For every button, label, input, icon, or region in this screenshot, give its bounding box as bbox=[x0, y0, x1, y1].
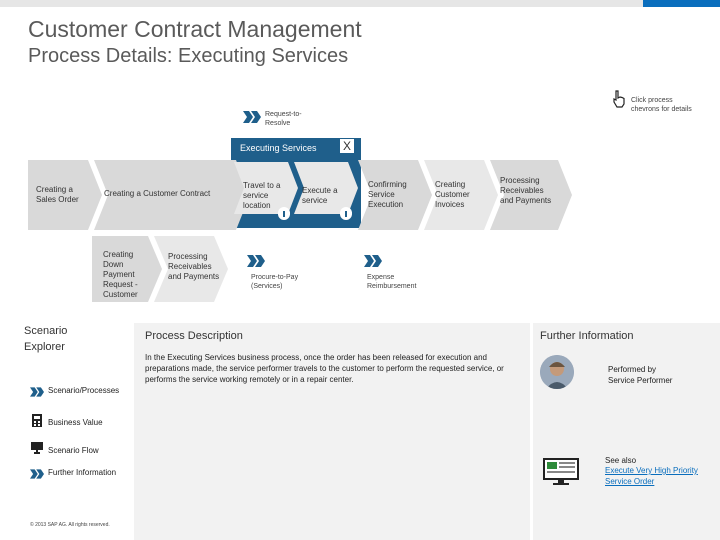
nav-business-value[interactable]: Business Value bbox=[48, 418, 103, 427]
chevron-icon bbox=[30, 466, 44, 484]
scenario-explorer: Scenario Explorer bbox=[24, 323, 124, 540]
page-title: Customer Contract Management bbox=[28, 16, 362, 42]
request-to-resolve-chevron[interactable] bbox=[243, 110, 261, 128]
see-also-label: See also bbox=[605, 456, 637, 465]
hand-pointer-icon bbox=[612, 90, 626, 113]
execute-service-label[interactable]: Execute a service bbox=[302, 186, 338, 205]
process-description-heading: Process Description bbox=[145, 330, 243, 342]
info-circle-icon[interactable] bbox=[278, 207, 290, 220]
nav-further-information[interactable]: Further Information bbox=[48, 468, 117, 477]
close-button[interactable]: X bbox=[340, 139, 355, 153]
process-description-panel bbox=[134, 323, 530, 540]
info-circle-icon[interactable] bbox=[340, 207, 352, 220]
performed-by-label: Performed by bbox=[608, 365, 657, 374]
chevron-invoices bbox=[424, 160, 498, 230]
further-information-heading: Further Information bbox=[540, 330, 634, 342]
chevron-icon bbox=[30, 384, 44, 402]
processing-receivables-label-top[interactable]: Processing Receivables and Payments bbox=[500, 176, 552, 205]
process-chevrons-top bbox=[28, 160, 572, 230]
creating-down-payment-label[interactable]: Creating Down Payment Request - Customer bbox=[103, 250, 138, 299]
avatar bbox=[540, 355, 574, 389]
expense-reimbursement-chevron[interactable] bbox=[364, 254, 382, 272]
process-description-text: In the Executing Services business proce… bbox=[145, 353, 504, 384]
execute-priority-order-link[interactable]: Execute Very High Priority Service Order bbox=[605, 466, 698, 486]
executing-services-tab: Executing Services bbox=[240, 143, 317, 153]
chevron-processing-receivables bbox=[490, 160, 572, 230]
request-to-resolve-label: Request-to-Resolve bbox=[265, 111, 302, 127]
performer-name: Service Performer bbox=[608, 376, 673, 385]
monitor-icon bbox=[31, 441, 43, 459]
top-bar bbox=[0, 0, 720, 7]
creating-customer-invoices-label[interactable]: Creating Customer Invoices bbox=[435, 180, 470, 209]
document-monitor-icon bbox=[543, 458, 579, 491]
chevron-travel bbox=[234, 162, 298, 214]
procure-to-pay-label: Procure-to-Pay (Services) bbox=[251, 274, 299, 290]
travel-to-location-label[interactable]: Travel to a service location bbox=[243, 181, 281, 210]
click-hint-text: Click process chevrons for details bbox=[631, 97, 692, 113]
expense-reimbursement-label: Expense Reimbursement bbox=[367, 274, 417, 290]
chevron-execute bbox=[294, 162, 358, 214]
chevron-processing-receivables-bottom bbox=[154, 236, 228, 302]
top-bar-accent bbox=[643, 0, 720, 7]
nav-scenario-flow[interactable]: Scenario Flow bbox=[48, 446, 99, 455]
copyright: © 2013 SAP AG. All rights reserved. bbox=[30, 522, 110, 528]
scenario-explorer-title: Scenario Explorer bbox=[24, 325, 68, 353]
group-bottom-strip bbox=[231, 222, 361, 228]
chevron-down-payment bbox=[92, 236, 162, 302]
process-chevrons-bottom bbox=[92, 236, 228, 302]
creating-sales-order-label[interactable]: Creating a Sales Order bbox=[36, 185, 79, 204]
nav-scenario-processes[interactable]: Scenario/Processes bbox=[48, 386, 120, 395]
confirming-service-execution-label[interactable]: Confirming Service Execution bbox=[368, 180, 407, 209]
creating-customer-contract-label[interactable]: Creating a Customer Contract bbox=[104, 189, 211, 198]
page-subtitle: Process Details: Executing Services bbox=[28, 45, 349, 67]
processing-receivables-label-bottom[interactable]: Processing Receivables and Payments bbox=[168, 252, 220, 281]
chevron-creating-customer-contract bbox=[94, 160, 250, 230]
procure-to-pay-chevron[interactable] bbox=[247, 254, 265, 272]
chevron-confirming bbox=[358, 160, 432, 230]
chevron-creating-sales-order bbox=[28, 160, 102, 230]
calculator-icon bbox=[32, 414, 42, 432]
